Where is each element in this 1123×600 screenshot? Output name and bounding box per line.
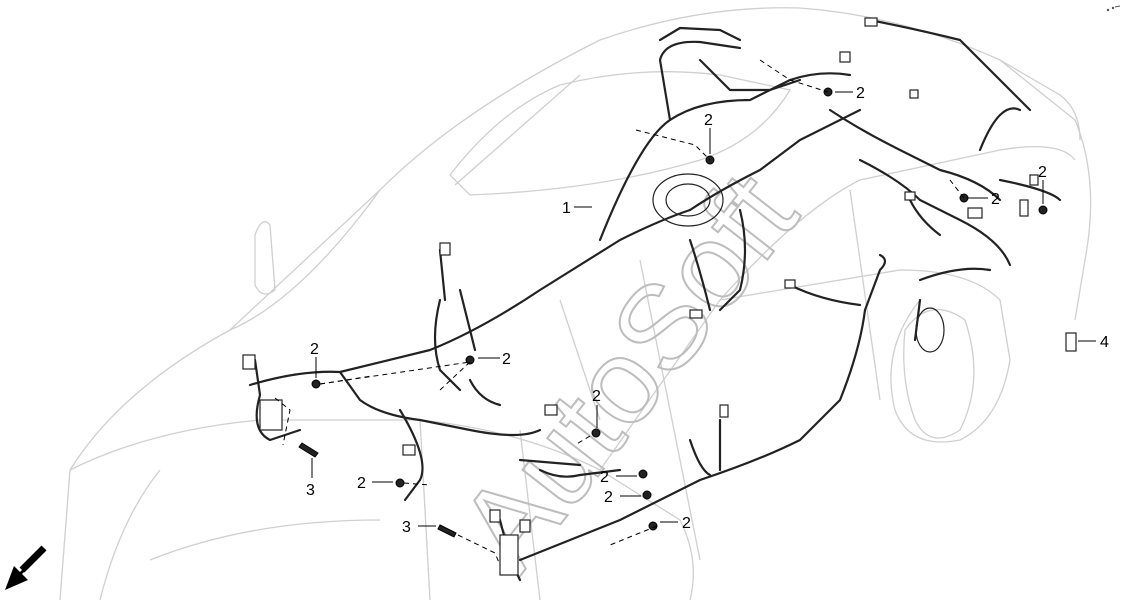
front-direction-arrow-icon — [5, 545, 47, 590]
callout-2: 2 — [592, 388, 601, 405]
bolt-clip-icon — [591, 428, 601, 438]
bolt-clip-icon — [298, 442, 319, 458]
callout-2: 2 — [1038, 164, 1047, 181]
callout-2: 2 — [604, 489, 613, 506]
bolt-clip-icon — [638, 469, 648, 479]
callout-2: 2 — [310, 341, 319, 358]
callout-3: 3 — [306, 482, 315, 499]
bolt-clip-icon — [437, 524, 457, 538]
reference-lines — [274, 59, 965, 566]
callout-2: 2 — [502, 351, 511, 368]
callout-1: 1 — [562, 200, 571, 217]
car-body-outline — [59, 7, 1092, 600]
bolt-clip-icon — [642, 490, 652, 500]
callout-4: 4 — [1100, 334, 1109, 351]
watermark-text: AutoSoft — [433, 149, 822, 594]
callout-3: 3 — [402, 519, 411, 536]
watermark: AutoSoft — [432, 148, 823, 595]
bolt-clip-icon — [395, 478, 405, 488]
clips — [298, 87, 1048, 538]
bolt-clip-icon — [1038, 205, 1048, 215]
callout-labels: 2 2 3 2 3 2 2 2 2 2 2 2 2 1 4 — [306, 85, 1109, 536]
callout-leaders — [311, 91, 1096, 527]
callout-2: 2 — [704, 112, 713, 129]
callout-2: 2 — [682, 515, 691, 532]
callout-2: 2 — [991, 191, 1000, 208]
bolt-clip-icon — [311, 379, 321, 389]
callout-2: 2 — [600, 469, 609, 486]
main-wiring-harness — [242, 17, 1062, 582]
bolt-clip-icon — [465, 355, 475, 365]
callout-2: 2 — [357, 475, 366, 492]
callout-2: 2 — [856, 85, 865, 102]
corner-marks — [1106, 5, 1121, 12]
part-tag-icon — [1065, 332, 1077, 352]
